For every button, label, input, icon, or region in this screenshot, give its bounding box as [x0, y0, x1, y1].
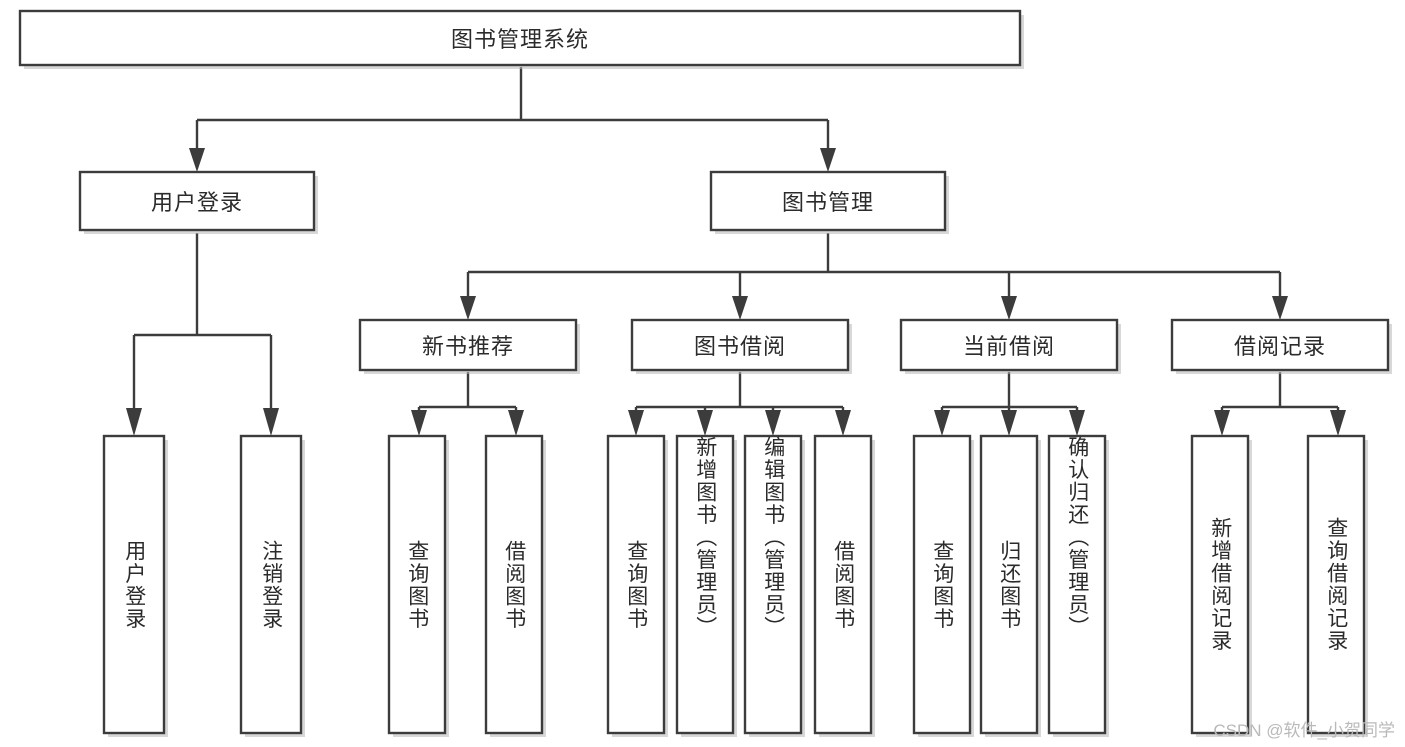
node-current-borrow[interactable] — [899, 318, 1121, 374]
node-user-login-box[interactable] — [78, 170, 316, 232]
node-new-book-recommend[interactable] — [358, 318, 580, 374]
node-new-book-recommend-box[interactable] — [358, 318, 578, 372]
connector-group-current-borrow — [934, 372, 1085, 436]
node-leaf-logout-login[interactable] — [239, 434, 305, 737]
arrow-head-leaf-edit-book — [765, 410, 781, 436]
node-leaf-edit-book[interactable] — [743, 434, 805, 737]
node-book-management[interactable] — [709, 170, 949, 234]
node-leaf-add-book[interactable] — [675, 434, 737, 737]
arrow-head-current-borrow — [1001, 296, 1017, 320]
node-leaf-query-record[interactable] — [1306, 434, 1368, 737]
arrow-head-book-borrow — [732, 296, 748, 320]
node-leaf-confirm-return-box[interactable] — [1047, 434, 1107, 735]
node-leaf-confirm-return[interactable] — [1047, 434, 1109, 737]
node-leaf-add-record-box[interactable] — [1190, 434, 1250, 735]
arrow-head-leaf-borrow-book-2 — [835, 410, 851, 436]
node-leaf-borrow-book-2-box[interactable] — [813, 434, 873, 735]
node-user-login[interactable] — [78, 170, 318, 234]
node-leaf-query-book-3-box[interactable] — [912, 434, 972, 735]
connector-group-user-login — [126, 233, 279, 436]
node-root-box[interactable] — [18, 9, 1022, 67]
connector-group-root — [189, 67, 836, 172]
node-book-borrow[interactable] — [630, 318, 852, 374]
arrow-head-leaf-confirm-return — [1069, 410, 1085, 436]
arrow-head-leaf-query-record — [1330, 410, 1346, 436]
arrow-head-leaf-add-book — [697, 410, 713, 436]
arrow-head-leaf-query-book-1 — [411, 410, 427, 436]
connector-group-new-book-recommend — [411, 372, 524, 436]
node-leaf-query-record-box[interactable] — [1306, 434, 1366, 735]
arrow-head-leaf-user-login — [126, 408, 142, 436]
node-leaf-user-login[interactable] — [102, 434, 168, 737]
node-leaf-borrow-book-2[interactable] — [813, 434, 875, 737]
node-book-management-box[interactable] — [709, 170, 947, 232]
node-leaf-user-login-box[interactable] — [102, 434, 166, 735]
arrow-head-leaf-add-record — [1214, 410, 1230, 436]
node-leaf-query-book-2[interactable] — [606, 434, 668, 737]
node-leaf-query-book-1[interactable] — [387, 434, 449, 737]
arrow-head-leaf-query-book-2 — [628, 410, 644, 436]
node-leaf-logout-login-box[interactable] — [239, 434, 303, 735]
node-leaf-query-book-3[interactable] — [912, 434, 974, 737]
node-leaf-query-book-1-box[interactable] — [387, 434, 447, 735]
arrow-head-leaf-logout-login — [263, 408, 279, 436]
arrow-head-user-login — [189, 148, 205, 172]
node-borrow-record[interactable] — [1170, 318, 1392, 374]
node-current-borrow-box[interactable] — [899, 318, 1119, 372]
node-leaf-borrow-book-1[interactable] — [484, 434, 546, 737]
node-leaf-query-book-2-box[interactable] — [606, 434, 666, 735]
arrow-head-leaf-query-book-3 — [934, 410, 950, 436]
node-leaf-add-book-box[interactable] — [675, 434, 735, 735]
node-leaf-borrow-book-1-box[interactable] — [484, 434, 544, 735]
arrow-head-new-book-recommend — [460, 296, 476, 320]
node-leaf-return-book[interactable] — [979, 434, 1041, 737]
node-leaf-return-book-box[interactable] — [979, 434, 1039, 735]
connector-group-book-management — [460, 233, 1288, 320]
arrow-head-leaf-return-book — [1001, 410, 1017, 436]
node-root[interactable] — [18, 9, 1024, 69]
node-leaf-edit-book-box[interactable] — [743, 434, 803, 735]
node-book-borrow-box[interactable] — [630, 318, 850, 372]
connector-group-book-borrow — [628, 372, 851, 436]
arrow-head-book-management — [820, 148, 836, 172]
arrow-head-borrow-record — [1272, 296, 1288, 320]
node-borrow-record-box[interactable] — [1170, 318, 1390, 372]
connector-group-borrow-record — [1214, 372, 1346, 436]
node-leaf-add-record[interactable] — [1190, 434, 1252, 737]
arrow-head-leaf-borrow-book-1 — [508, 410, 524, 436]
